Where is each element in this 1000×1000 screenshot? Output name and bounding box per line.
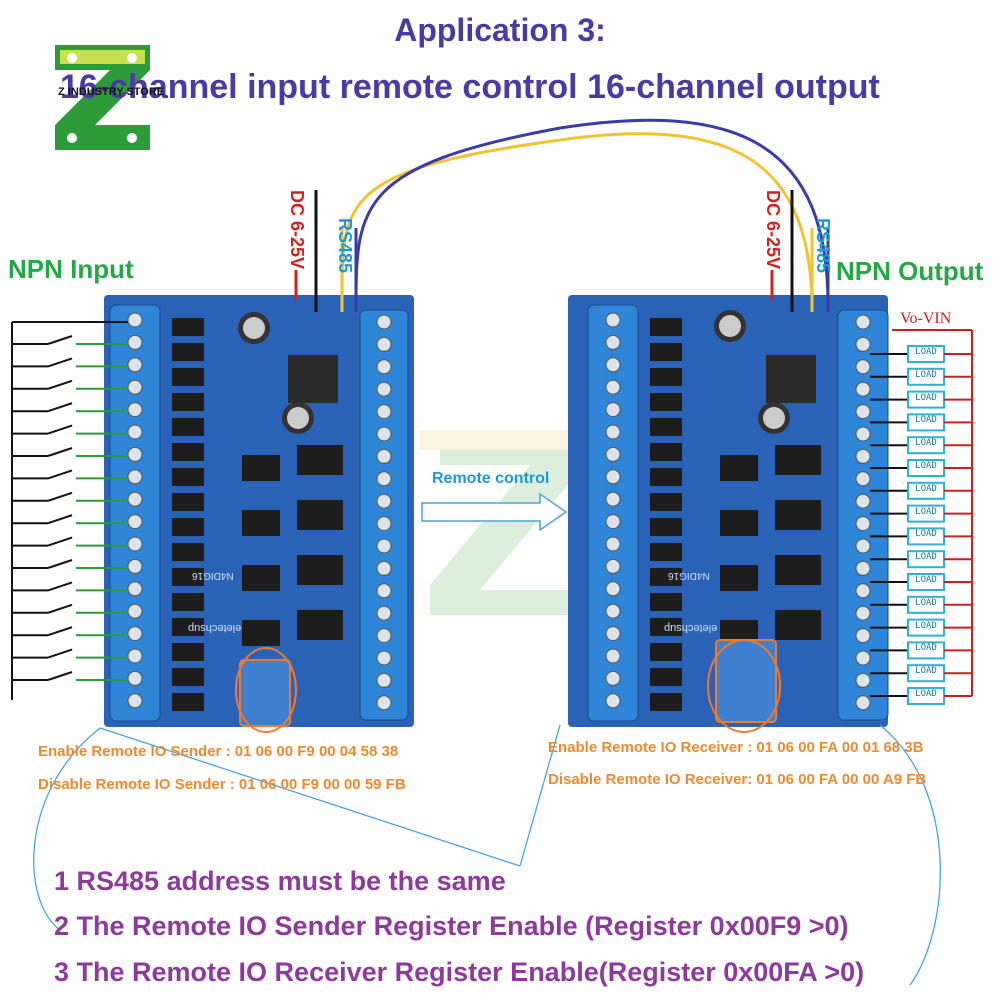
enable-sender-command: Enable Remote IO Sender : 01 06 00 F9 00… [38,743,399,760]
title-line-1: Application 3: [394,12,606,48]
watermark-logo [420,430,600,615]
left-rs485-label: RS485 [335,218,355,274]
title-line-2: 16-channel input remote control 16-chann… [60,68,880,106]
right-model-label: N4DIG16 [668,570,710,581]
disable-receiver-command: Disable Remote IO Receiver: 01 06 00 FA … [548,771,927,788]
note-2: 2 The Remote IO Sender Register Enable (… [54,911,849,941]
load-label: LOAD [915,666,937,677]
output-load-wiring [870,329,973,705]
npn-input-label: NPN Input [8,254,134,284]
load-label: LOAD [915,620,937,631]
note-3: 3 The Remote IO Receiver Register Enable… [54,957,865,987]
left-dip-highlight [235,647,297,733]
npn-output-label: NPN Output [836,256,984,286]
remote-control-label: Remote control [432,470,550,487]
load-label: LOAD [915,347,937,357]
load-label: LOAD [915,643,937,654]
right-maker-label: eletechsup [664,622,718,634]
load-label: LOAD [915,575,937,585]
enable-receiver-command: Enable Remote IO Receiver : 01 06 00 FA … [548,739,924,756]
load-label: LOAD [915,552,937,563]
load-label: LOAD [915,483,937,494]
brand-text: Z INDUSTRY STORE [58,86,165,98]
left-power-leads [294,190,358,312]
right-board [568,295,889,727]
left-board [104,295,414,727]
right-dip-highlight [707,639,781,733]
brand-logo [48,45,152,153]
callout-lines [33,724,941,986]
right-power-leads [770,190,830,312]
left-maker-label: eletechsup [188,622,242,634]
load-label: LOAD [915,506,937,517]
load-label: LOAD [915,597,937,608]
right-power-label: DC 6-25V [763,190,783,270]
left-model-label: N4DIG16 [192,570,234,581]
load-label: LOAD [915,392,937,403]
input-switch-wiring [11,321,128,700]
load-label: LOAD [915,461,937,471]
load-label: LOAD [915,689,937,699]
load-label: LOAD [915,529,937,540]
load-label: LOAD [915,438,937,449]
right-rs485-label: RS485 [813,218,833,274]
left-power-label: DC 6-25V [287,190,307,270]
vo-vin-label: Vo-VIN [900,310,952,327]
note-1: 1 RS485 address must be the same [54,866,506,896]
disable-sender-command: Disable Remote IO Sender : 01 06 00 F9 0… [38,776,406,793]
load-label: LOAD [915,415,937,426]
load-label: LOAD [915,369,937,380]
remote-control-arrow [421,492,568,532]
